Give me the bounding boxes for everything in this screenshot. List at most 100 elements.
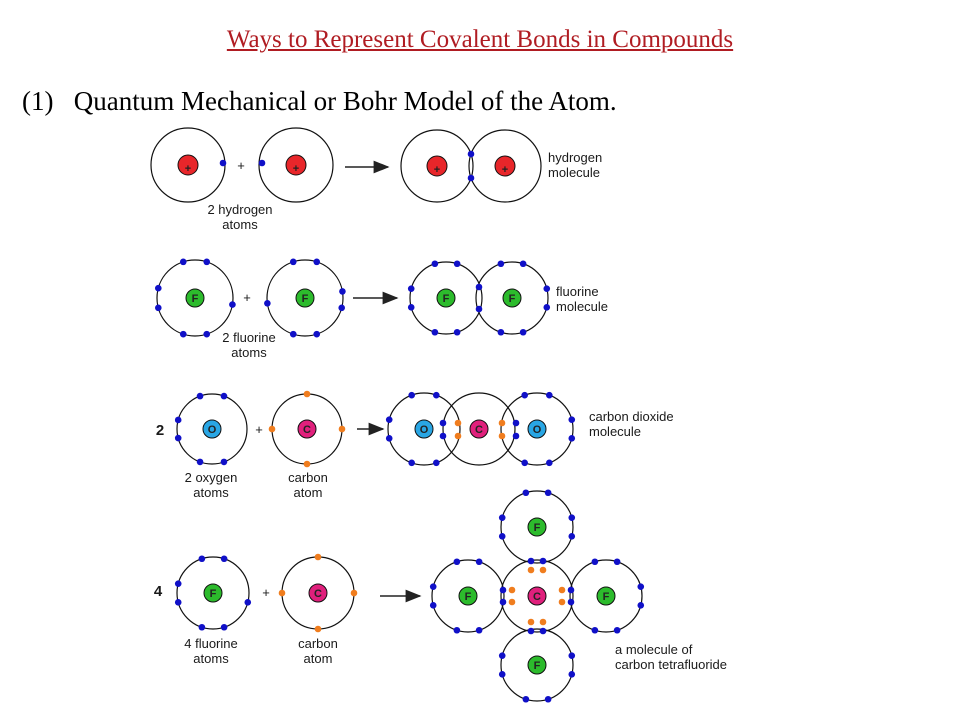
electron [219, 159, 227, 167]
page-title: Ways to Represent Covalent Bonds in Comp… [226, 26, 734, 53]
electron [314, 553, 322, 561]
fluorine-nucleus-symbol: F [509, 293, 516, 305]
electron [546, 459, 553, 467]
hydrogen-nucleus-symbol: + [293, 163, 299, 175]
electron [289, 330, 297, 338]
electron [498, 671, 506, 678]
electron-shell [500, 392, 574, 466]
electron [220, 392, 228, 400]
electron [339, 288, 346, 295]
electron [475, 626, 483, 634]
electron [543, 304, 551, 311]
electron [453, 626, 461, 634]
electron [439, 432, 447, 440]
electron [498, 514, 506, 521]
electron [498, 432, 506, 440]
reactant-label: atoms [231, 345, 267, 360]
electron [220, 623, 228, 631]
electron-shell [500, 628, 574, 702]
oxygen-nucleus [414, 419, 434, 439]
electron-shell [176, 556, 250, 630]
product-label: molecule [548, 165, 600, 180]
electron [196, 392, 204, 400]
hydrogen-nucleus-symbol: + [434, 164, 440, 176]
electron-shell [475, 261, 549, 335]
electron [303, 460, 311, 468]
fluorine-nucleus-symbol: F [603, 591, 610, 603]
hydrogen-nucleus [177, 154, 199, 176]
electron [174, 434, 182, 442]
fluorine-nucleus [527, 517, 547, 537]
electron [543, 285, 551, 292]
carbon-nucleus-symbol: C [303, 424, 311, 436]
electron-shell [176, 393, 248, 465]
electron [544, 695, 552, 703]
electron [174, 416, 182, 424]
electron [433, 459, 440, 467]
electron [454, 419, 462, 427]
plus-sign: + [262, 585, 270, 600]
electron [314, 625, 322, 633]
electron [546, 391, 553, 399]
section-subtitle: (1) Quantum Mechanical or Bohr Model of … [22, 86, 617, 116]
electron [198, 623, 206, 631]
electron [174, 580, 182, 587]
electron-shell [468, 129, 542, 203]
reactant-label: 2 oxygen [185, 470, 238, 485]
electron [154, 284, 162, 292]
fluorine-nucleus [185, 288, 205, 308]
fluorine-nucleus [458, 586, 478, 606]
electron [433, 391, 440, 399]
electron [429, 583, 437, 590]
reactant-label: atoms [193, 485, 229, 500]
electron [568, 533, 576, 540]
electron [385, 416, 393, 423]
electron [521, 391, 528, 399]
coefficient: 4 [154, 583, 163, 600]
electron [179, 330, 187, 338]
electron [475, 283, 483, 291]
reactant-label: atom [304, 651, 333, 666]
electron [203, 330, 211, 338]
electron [313, 258, 321, 266]
electron [475, 305, 483, 313]
reactant-label: atoms [193, 651, 229, 666]
fluorine-nucleus [436, 288, 456, 308]
electron [303, 390, 311, 398]
fluorine-nucleus [527, 655, 547, 675]
electron [567, 598, 575, 606]
electron [453, 260, 461, 268]
reactant-label: carbon [288, 470, 328, 485]
electron [544, 489, 552, 497]
electron [498, 533, 506, 540]
electron [497, 328, 505, 336]
electron [174, 599, 182, 606]
electron-shell [500, 559, 574, 633]
electron [539, 618, 547, 626]
fluorine-nucleus-symbol: F [302, 293, 309, 305]
electron [519, 260, 527, 268]
carbon-nucleus-symbol: C [314, 588, 322, 600]
electron [519, 328, 527, 336]
plus-sign: + [243, 290, 251, 305]
product-label: carbon tetrafluoride [615, 657, 727, 672]
electron [338, 425, 346, 433]
reactant-label: 2 hydrogen [207, 202, 272, 217]
hydrogen-nucleus [494, 155, 516, 177]
reactant-label: atom [294, 485, 323, 500]
electron [508, 598, 516, 606]
electron [521, 459, 528, 467]
electron [220, 555, 228, 563]
electron-shell [400, 129, 474, 203]
electron [637, 602, 645, 609]
oxygen-nucleus [527, 419, 547, 439]
fluorine-nucleus [596, 586, 616, 606]
fluorine-nucleus-symbol: F [465, 591, 472, 603]
electron [527, 557, 535, 565]
electron [408, 391, 415, 399]
electron [613, 626, 621, 634]
reactant-label: carbon [298, 636, 338, 651]
carbon-nucleus [469, 419, 489, 439]
reactant-label: 2 fluorine [222, 330, 275, 345]
electron [512, 432, 520, 440]
